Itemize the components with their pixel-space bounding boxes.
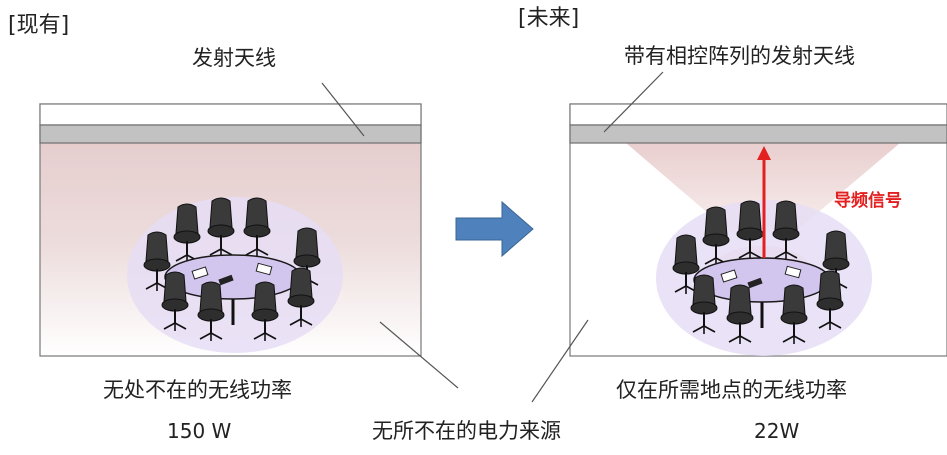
conference-table-icon — [127, 197, 343, 353]
leader-lines — [321, 71, 664, 403]
future-power-value: 22W — [754, 419, 800, 443]
shared-source-label: 无所不在的电力来源 — [372, 419, 561, 443]
future-power-label: 仅在所需地点的无线功率 — [616, 378, 847, 402]
current-antenna-label: 发射天线 — [192, 46, 276, 70]
future-room — [569, 103, 947, 356]
future-header: [未来] — [518, 6, 580, 31]
current-room — [39, 103, 422, 357]
future-antenna-bar — [569, 124, 947, 144]
pilot-signal-label: 导频信号 — [834, 191, 902, 211]
current-header: [现有] — [8, 13, 70, 38]
future-antenna-label: 带有相控阵列的发射天线 — [624, 44, 855, 68]
right-arrow-icon — [455, 200, 534, 258]
current-power-value: 150 W — [167, 419, 232, 443]
current-power-label: 无处不在的无线功率 — [103, 378, 292, 402]
current-antenna-bar — [39, 124, 422, 144]
